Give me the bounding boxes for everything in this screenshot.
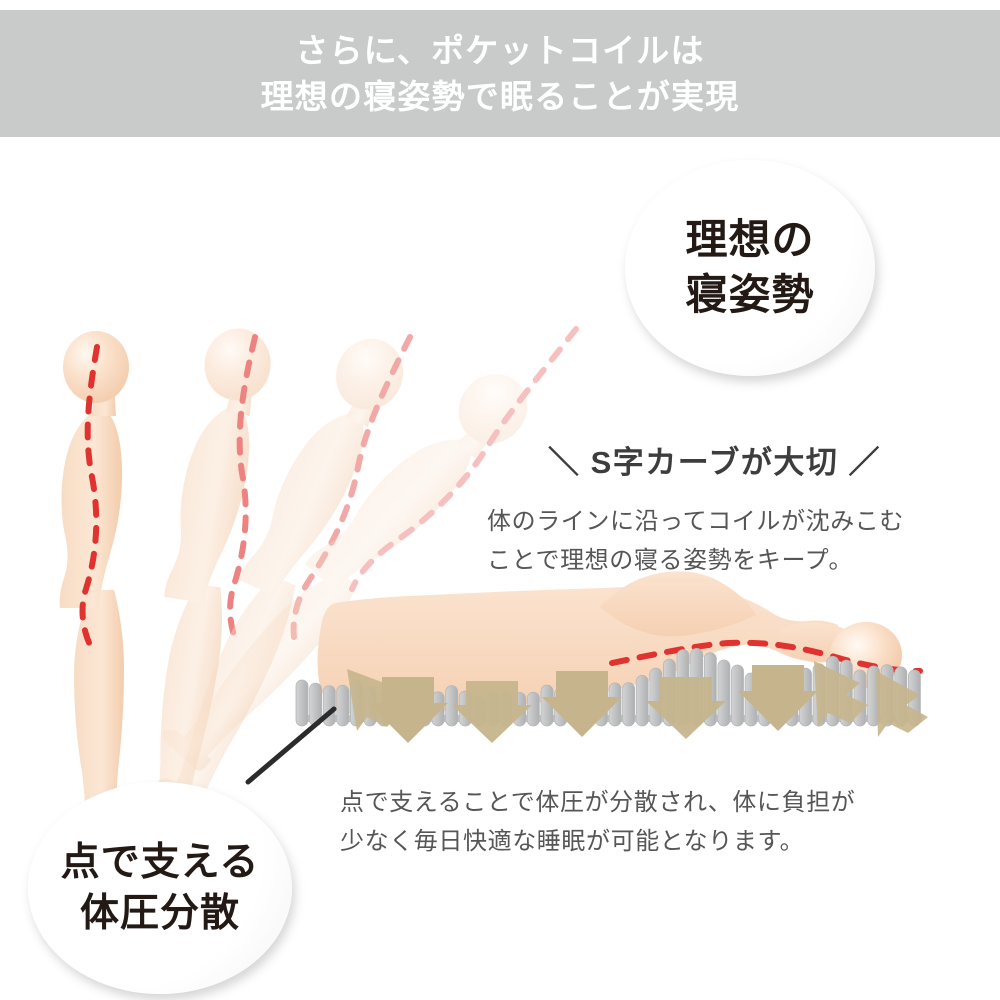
spine-curve-4: [349, 326, 579, 592]
badge-ideal-line-2: 寝姿勢: [685, 271, 815, 318]
coil-spring: [526, 691, 540, 727]
coil-spring: [622, 682, 635, 727]
standing-figure-4: [153, 326, 579, 775]
badge-point-line-1: 点で支える: [60, 840, 260, 884]
standing-figure-2: [128, 328, 271, 831]
scurve-body: 体のラインに沿ってコイルが沈みこむ ことで理想の寝る姿勢をキープ。: [487, 503, 917, 581]
badge-point-support: 点で支える 体圧分散: [28, 782, 292, 994]
banner-title-line-2: 理想の寝姿勢で眠ることが実現: [260, 77, 740, 115]
spine-curve-1: [79, 344, 100, 648]
standing-figure-1: [59, 331, 129, 834]
scurve-body-line-2: ことで理想の寝る姿勢をキープ。: [487, 546, 854, 574]
pressure-body-line-1: 点で支えることで体圧が分散され、体に負担が: [340, 789, 856, 816]
spine-curve-2: [227, 334, 258, 644]
banner-title-line-1: さらに、ポケットコイルは: [295, 31, 705, 69]
coil-spring: [336, 684, 350, 727]
pressure-arrows: [347, 661, 928, 743]
coil-spring: [717, 659, 731, 727]
coil-spring: [635, 675, 649, 727]
reclining-spine-curve: [609, 639, 923, 674]
badge-ideal-line-1: 理想の: [685, 216, 815, 264]
coil-row: [295, 647, 928, 743]
reclining-figure: [317, 571, 923, 715]
pressure-body-line-2: 少なく毎日快適な睡眠が可能となります。: [340, 827, 805, 855]
header-banner: さらに、ポケットコイルは 理想の寝姿勢で眠ることが実現: [0, 10, 1000, 137]
coil-spring: [853, 669, 867, 727]
scurve-body-line-1: 体のラインに沿ってコイルが沈みこむ: [487, 508, 904, 535]
illustration-artwork: [59, 326, 928, 834]
coil-spring: [322, 685, 336, 727]
badge-ideal-posture: 理想の 寝姿勢: [625, 160, 875, 376]
pressure-body: 点で支えることで体圧が分散され、体に負担が 少なく毎日快適な睡眠が可能となります…: [340, 784, 920, 862]
coil-spring: [731, 664, 744, 727]
scurve-heading: ＼ S字カーブが大切 ／: [548, 445, 882, 480]
coil-spring: [295, 679, 309, 727]
leader-line: [245, 706, 337, 785]
badge-point-line-2: 体圧分散: [79, 892, 240, 935]
